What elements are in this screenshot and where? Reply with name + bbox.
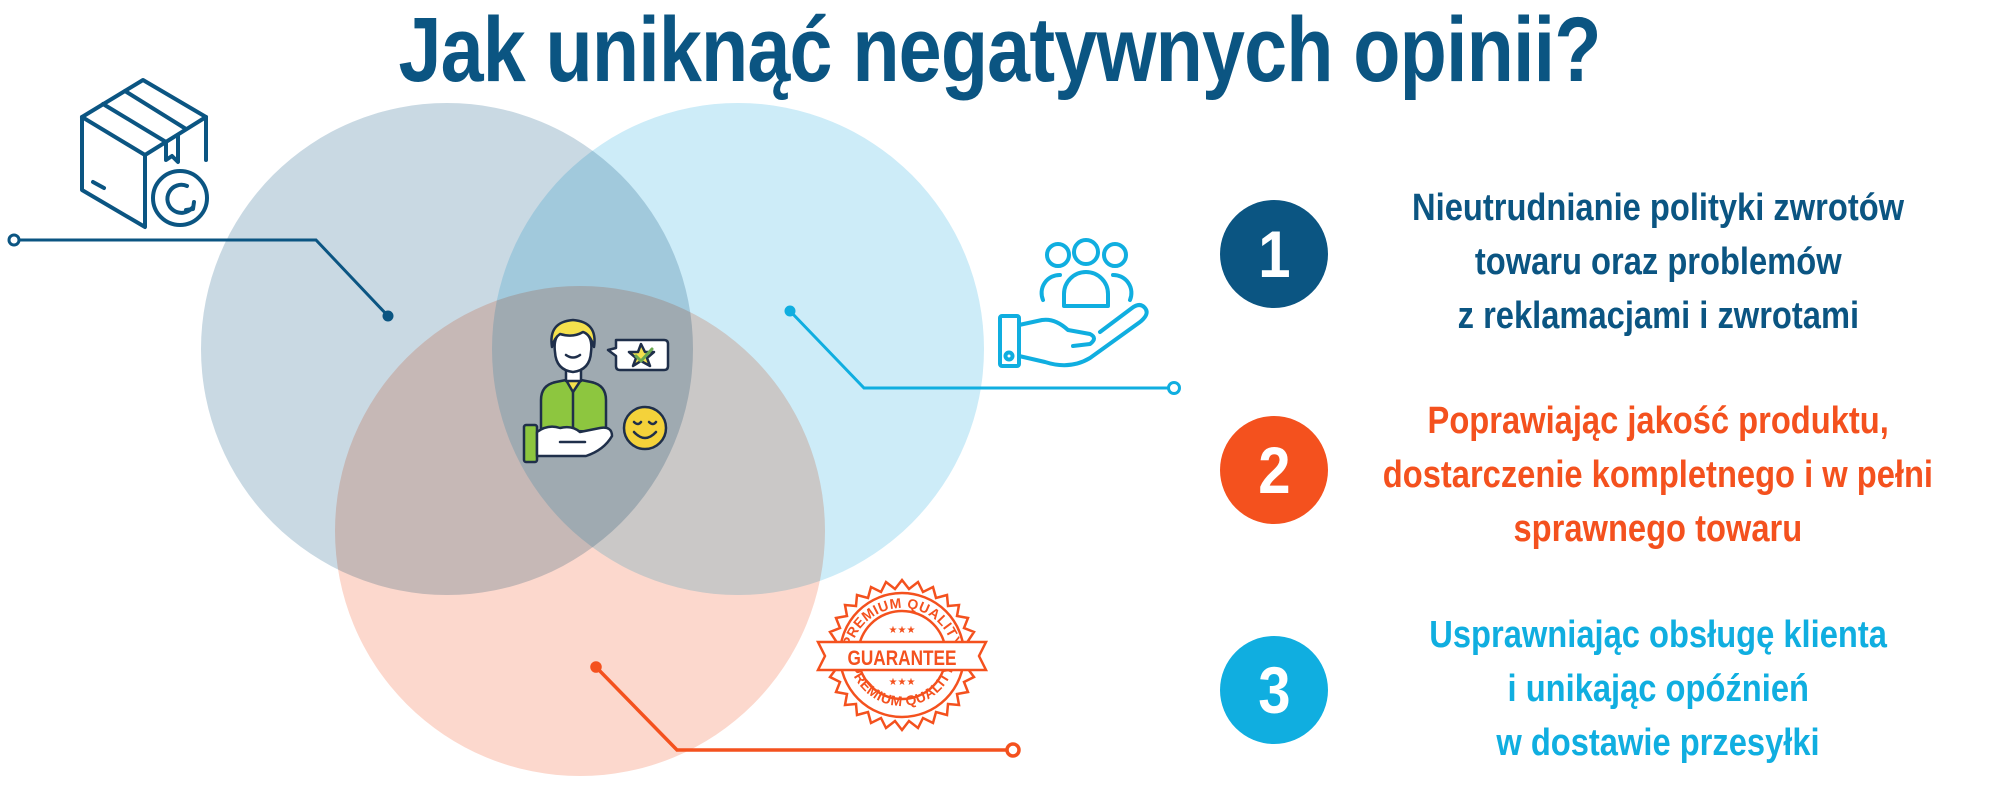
point-3-line-3: w dostawie przesyłki <box>1496 722 1820 764</box>
point-3-number-badge: 3 <box>1220 636 1328 744</box>
stamp-banner-text: GUARANTEE <box>848 648 957 671</box>
point-3-line-1: Usprawniając obsługę klienta <box>1429 614 1887 656</box>
box-return-icon <box>80 78 209 229</box>
page-title-text: Jak uniknąć negatywnych opinii? <box>398 0 1602 101</box>
connector-customer-service <box>784 305 1181 395</box>
point-2-text: Poprawiając jakość produktu, dostarczeni… <box>1278 394 2000 556</box>
connector-quality <box>590 661 1021 758</box>
point-2-number: 2 <box>1257 433 1291 507</box>
connector-returns <box>7 233 394 322</box>
point-3-number: 3 <box>1257 653 1291 727</box>
point-1-line-2: towaru oraz problemów <box>1474 241 1842 283</box>
point-2-line-3: sprawnego towaru <box>1513 508 1803 550</box>
point-3-text: Usprawniając obsługę klienta i unikając … <box>1278 608 2000 770</box>
point-1-text: Nieutrudnianie polityki zwrotów towaru o… <box>1278 181 2000 343</box>
quality-guarantee-stamp-icon: PREMIUM QUALITY PREMIUM QUALITY ★★★ ★★★ … <box>815 577 989 733</box>
satisfied-customer-icon <box>522 318 670 464</box>
stamp-stars-bottom: ★★★ <box>889 677 916 688</box>
page-title: Jak uniknąć negatywnych opinii? <box>0 2 2000 98</box>
venn-circle-quality <box>335 286 825 776</box>
stamp-stars-top: ★★★ <box>889 625 916 636</box>
point-1-number-badge: 1 <box>1220 200 1328 308</box>
point-2-line-1: Poprawiając jakość produktu, <box>1427 400 1889 442</box>
point-1-line-3: z reklamacjami i zwrotami <box>1457 295 1859 337</box>
point-2-line-2: dostarczenie kompletnego i w pełni <box>1382 454 1934 496</box>
point-1-line-1: Nieutrudnianie polityki zwrotów <box>1411 187 1905 229</box>
hand-people-icon <box>998 238 1149 368</box>
point-1-number: 1 <box>1257 217 1291 291</box>
point-3-line-2: i unikając opóźnień <box>1507 668 1809 710</box>
point-2-number-badge: 2 <box>1220 416 1328 524</box>
